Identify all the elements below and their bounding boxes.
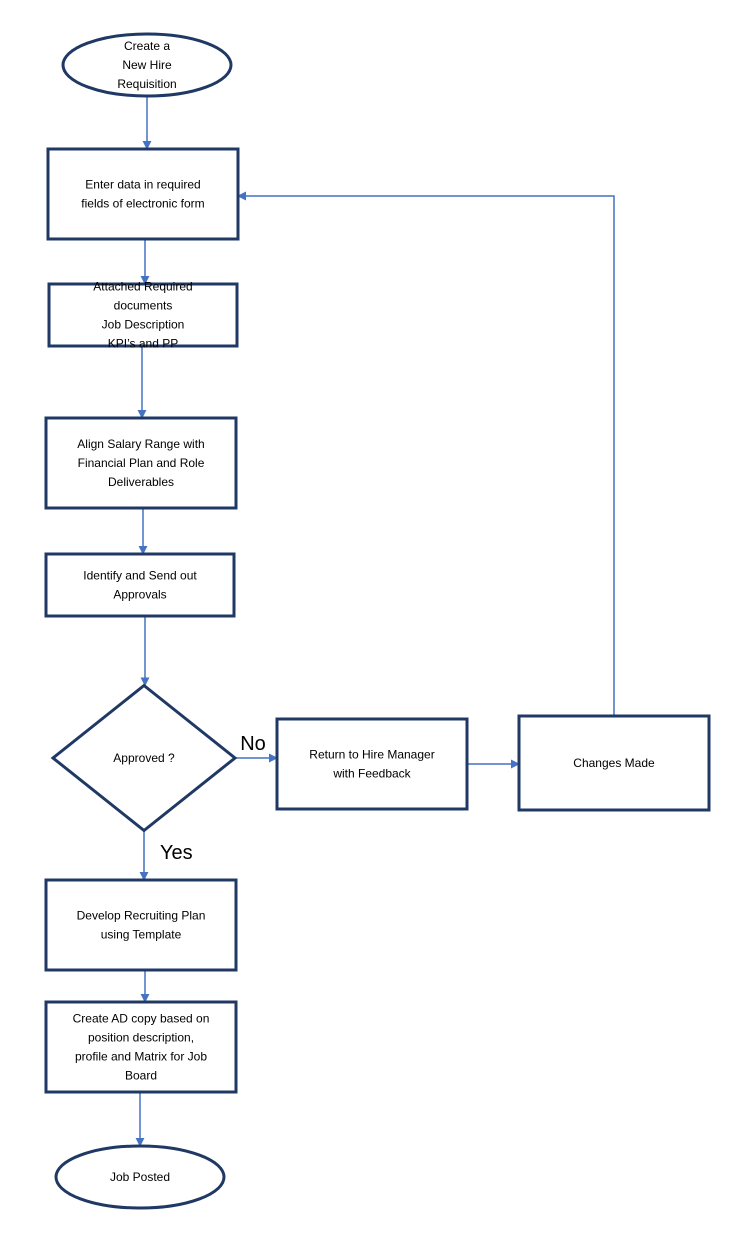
edge-label-yes: Yes (160, 842, 193, 864)
decision-diamond (50, 683, 238, 833)
node-label-line: Changes Made (573, 756, 655, 770)
node-changes-made: Changes Made (517, 714, 711, 812)
process-box (44, 878, 238, 972)
node-label-line: Board (125, 1069, 157, 1083)
node-label-line: Financial Plan and Role (78, 456, 205, 470)
node-label-line: documents (114, 299, 173, 313)
node-approved: Approved ? (50, 683, 238, 833)
node-recruiting-plan: Develop Recruiting Plan using Template (44, 878, 238, 972)
process-box (44, 552, 236, 618)
node-return-manager: Return to Hire Manager with Feedback (275, 717, 469, 811)
node-label-line: KPI’s and PP (108, 337, 179, 351)
edges (135, 96, 615, 1147)
node-label-line: Identify and Send out (83, 569, 197, 583)
terminal-ellipse (61, 32, 233, 98)
node-label-line: Develop Recruiting Plan (77, 909, 206, 923)
edge-label-no: No (240, 733, 266, 755)
terminal-ellipse (54, 1144, 226, 1210)
node-label-line: with Feedback (332, 767, 411, 781)
node-label-line: Requisition (117, 77, 176, 91)
node-label-line: Enter data in required (85, 178, 200, 192)
node-label-line: Deliverables (108, 475, 174, 489)
process-box (44, 416, 238, 510)
node-label-line: Create a (124, 39, 170, 53)
node-label-line: position description, (88, 1031, 194, 1045)
process-box (275, 717, 469, 811)
node-enter-data: Enter data in required fields of electron… (46, 147, 240, 241)
node-label-line: using Template (101, 928, 182, 942)
node-label-line: Job Description (102, 318, 185, 332)
node-label-line: Approvals (113, 588, 166, 602)
node-label-line: Job Posted (110, 1170, 170, 1184)
node-label-line: Return to Hire Manager (309, 748, 434, 762)
node-label-line: profile and Matrix for Job (75, 1050, 207, 1064)
node-label-line: Create AD copy based on (73, 1012, 210, 1026)
process-box (517, 714, 711, 812)
node-label-line: New Hire (122, 58, 172, 72)
node-label-line: Align Salary Range with (77, 437, 204, 451)
node-label-line: fields of electronic form (81, 197, 204, 211)
node-label-line: Attached Required (93, 280, 192, 294)
process-box (44, 1000, 238, 1094)
process-box (46, 147, 240, 241)
node-label-line: Approved ? (113, 751, 175, 765)
node-end: Job Posted (54, 1144, 226, 1210)
process-box (47, 282, 239, 348)
node-ad-copy: Create AD copy based on position descript… (44, 1000, 238, 1094)
edge-changes-made-to-enter-data (237, 191, 615, 716)
